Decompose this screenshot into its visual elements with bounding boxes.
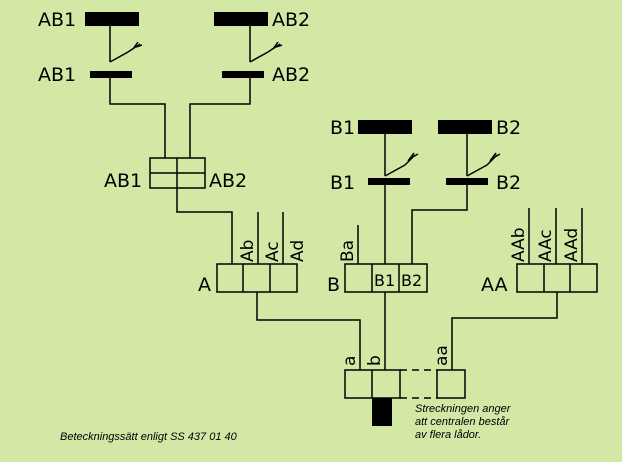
- b1-bus-label: B1: [330, 117, 355, 139]
- box-aa: AA AAb AAc AAd: [451, 208, 598, 370]
- central-col-3: aa: [432, 345, 452, 366]
- note-line-1: Streckningen anger: [415, 403, 512, 415]
- b1-switch-label: B1: [330, 172, 355, 194]
- b1-switch-blade: [384, 164, 406, 177]
- b2-switch-bar: [446, 178, 488, 185]
- ab2-busbar: [214, 12, 268, 26]
- ab2-bus-label: AB2: [272, 9, 310, 31]
- box-a-label: A: [198, 274, 211, 296]
- box-b-cell-1: B1: [374, 271, 395, 290]
- ab2-switch-label: AB2: [272, 64, 310, 86]
- b2-bus-label: B2: [496, 117, 521, 139]
- box-aa-col-2: AAc: [536, 229, 556, 262]
- box-a: A Ab Ac Ad: [198, 212, 361, 370]
- box-b-branch-label: Ba: [338, 240, 358, 262]
- ab-changeover-box: AB1 AB2: [104, 157, 247, 264]
- ab1-switch-marker: [127, 41, 143, 53]
- central-incoming-bar: [372, 398, 392, 426]
- ab1-supply: AB1 AB1: [38, 9, 166, 158]
- ab1-switch-bar: [90, 71, 132, 78]
- central-unit: a b aa: [340, 345, 466, 426]
- box-a-col-3: Ad: [288, 240, 308, 262]
- box-a-col-1: Ab: [238, 240, 258, 262]
- b2-switch-blade: [466, 164, 488, 177]
- caption: Beteckningssätt enligt SS 437 01 40: [60, 431, 238, 443]
- box-b: Ba B B1 B2: [327, 225, 428, 370]
- ab2-switch-blade: [249, 51, 269, 63]
- b-supplies: B1 B2 B1 B2: [330, 117, 521, 264]
- note-line-2: att centralen består: [415, 416, 511, 428]
- central-col-1: a: [340, 356, 360, 366]
- b2-switch-marker: [486, 152, 501, 166]
- central-col-2: b: [365, 355, 385, 366]
- box-b-cell-2: B2: [401, 271, 422, 290]
- note-line-3: av flera lådor.: [415, 429, 481, 441]
- ab1-switch-label: AB1: [38, 64, 76, 86]
- ab1-bus-label: AB1: [38, 9, 76, 31]
- b2-busbar: [438, 120, 492, 134]
- box-aa-label: AA: [481, 274, 508, 296]
- dash-note: Streckningen anger att centralen består …: [415, 403, 512, 441]
- ab2-switch-bar: [222, 71, 264, 78]
- b1-busbar: [358, 120, 412, 134]
- box-a-col-2: Ac: [263, 241, 283, 262]
- b2-switch-label: B2: [496, 172, 521, 194]
- box-aa-col-1: AAb: [509, 227, 529, 262]
- box-b-label: B: [327, 274, 340, 296]
- ab2-switch-marker: [267, 41, 283, 53]
- ab-box-left-label: AB1: [104, 170, 142, 192]
- b1-switch-bar: [368, 178, 410, 185]
- ab1-busbar: [85, 12, 139, 26]
- box-aa-col-3: AAd: [562, 228, 582, 262]
- ab-box-right-label: AB2: [209, 170, 247, 192]
- b1-switch-marker: [404, 152, 419, 166]
- ab2-supply: AB2 AB2: [189, 9, 310, 158]
- ab1-switch-blade: [109, 51, 129, 63]
